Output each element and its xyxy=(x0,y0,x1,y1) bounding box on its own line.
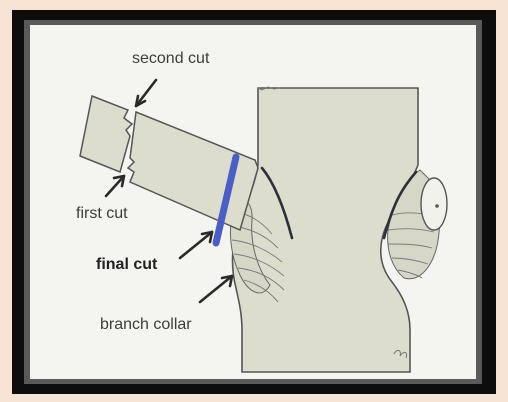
right-stub-face xyxy=(421,178,447,230)
stub-pith xyxy=(435,204,439,208)
label-branch-collar: branch collar xyxy=(100,316,192,334)
label-first-cut: first cut xyxy=(76,205,128,223)
label-final-cut: final cut xyxy=(96,256,157,274)
label-second-cut: second cut xyxy=(132,50,209,68)
